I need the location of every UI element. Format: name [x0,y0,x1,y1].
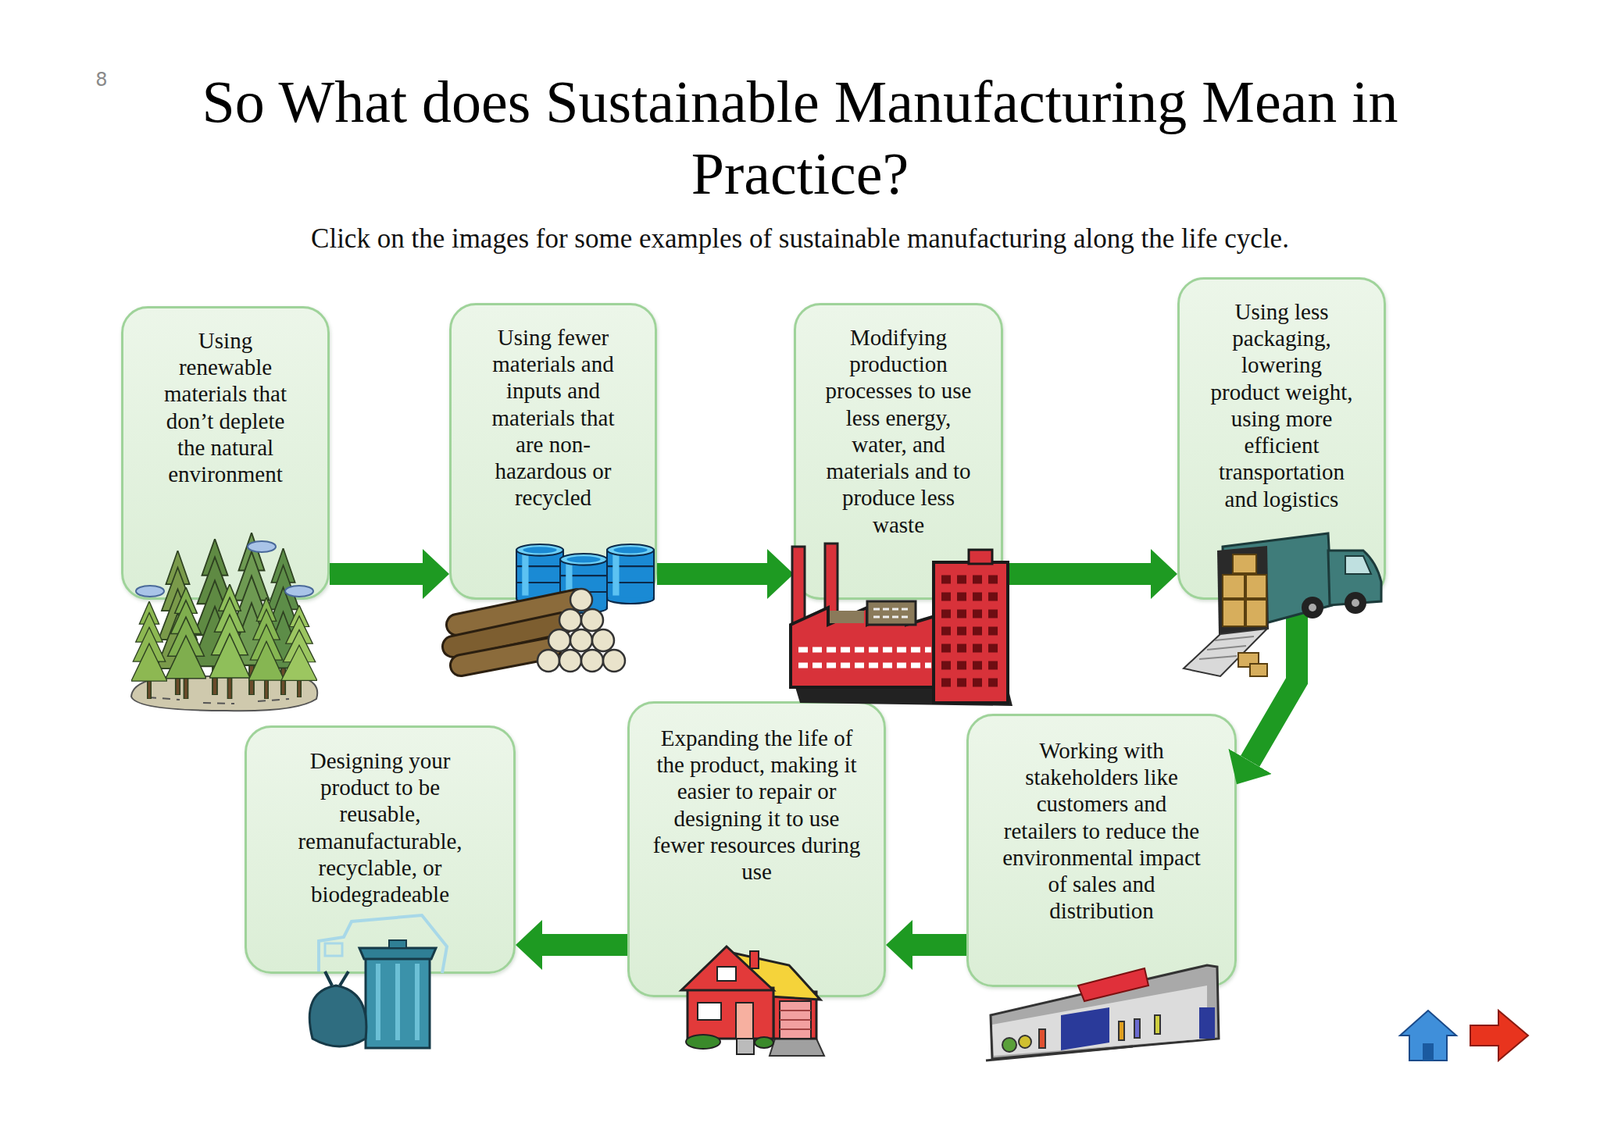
flow-arrow [542,934,628,957]
process-box: Using fewer materials and inputs and mat… [449,303,658,600]
box-text: Modifying production processes to use le… [816,324,981,539]
box-text: Using less packaging, lowering product w… [1205,298,1358,513]
box-text: Working with stakeholders like customers… [998,737,1205,925]
slide-title: So What does Sustainable Manufacturing M… [120,65,1480,210]
box-text: Designing your product to be reusable, r… [278,747,482,908]
house-illustration [681,946,825,1057]
truck-illustration [1183,533,1382,677]
process-box: Designing your product to be reusable, r… [244,725,516,975]
box-text: Using fewer materials and inputs and mat… [477,324,629,512]
flow-arrow [912,934,967,957]
process-box: Working with stakeholders like customers… [966,714,1237,988]
process-box: Using renewable materials that don’t dep… [121,306,330,600]
flow-arrow [1003,563,1151,586]
process-box: Expanding the life of the product, makin… [627,701,886,998]
flow-arrow [657,563,768,586]
process-box: Modifying production processes to use le… [793,303,1004,600]
page-number: 8 [85,68,118,91]
flow-arrow [329,563,423,586]
store-illustration [985,965,1219,1061]
flow-arrow [1250,600,1297,762]
process-box: Using less packaging, lowering product w… [1177,277,1386,600]
forest-illustration [131,532,318,711]
barrels-logs-illustration [453,544,654,672]
next-button [1470,1010,1529,1061]
box-text: Using renewable materials that don’t dep… [150,327,300,488]
recycling-illustration [309,915,447,1049]
instruction-text: Click on the images for some examples of… [0,223,1600,255]
box-text: Expanding the life of the product, makin… [651,725,862,886]
home-button [1400,1010,1457,1061]
factory-illustration [790,543,1013,707]
